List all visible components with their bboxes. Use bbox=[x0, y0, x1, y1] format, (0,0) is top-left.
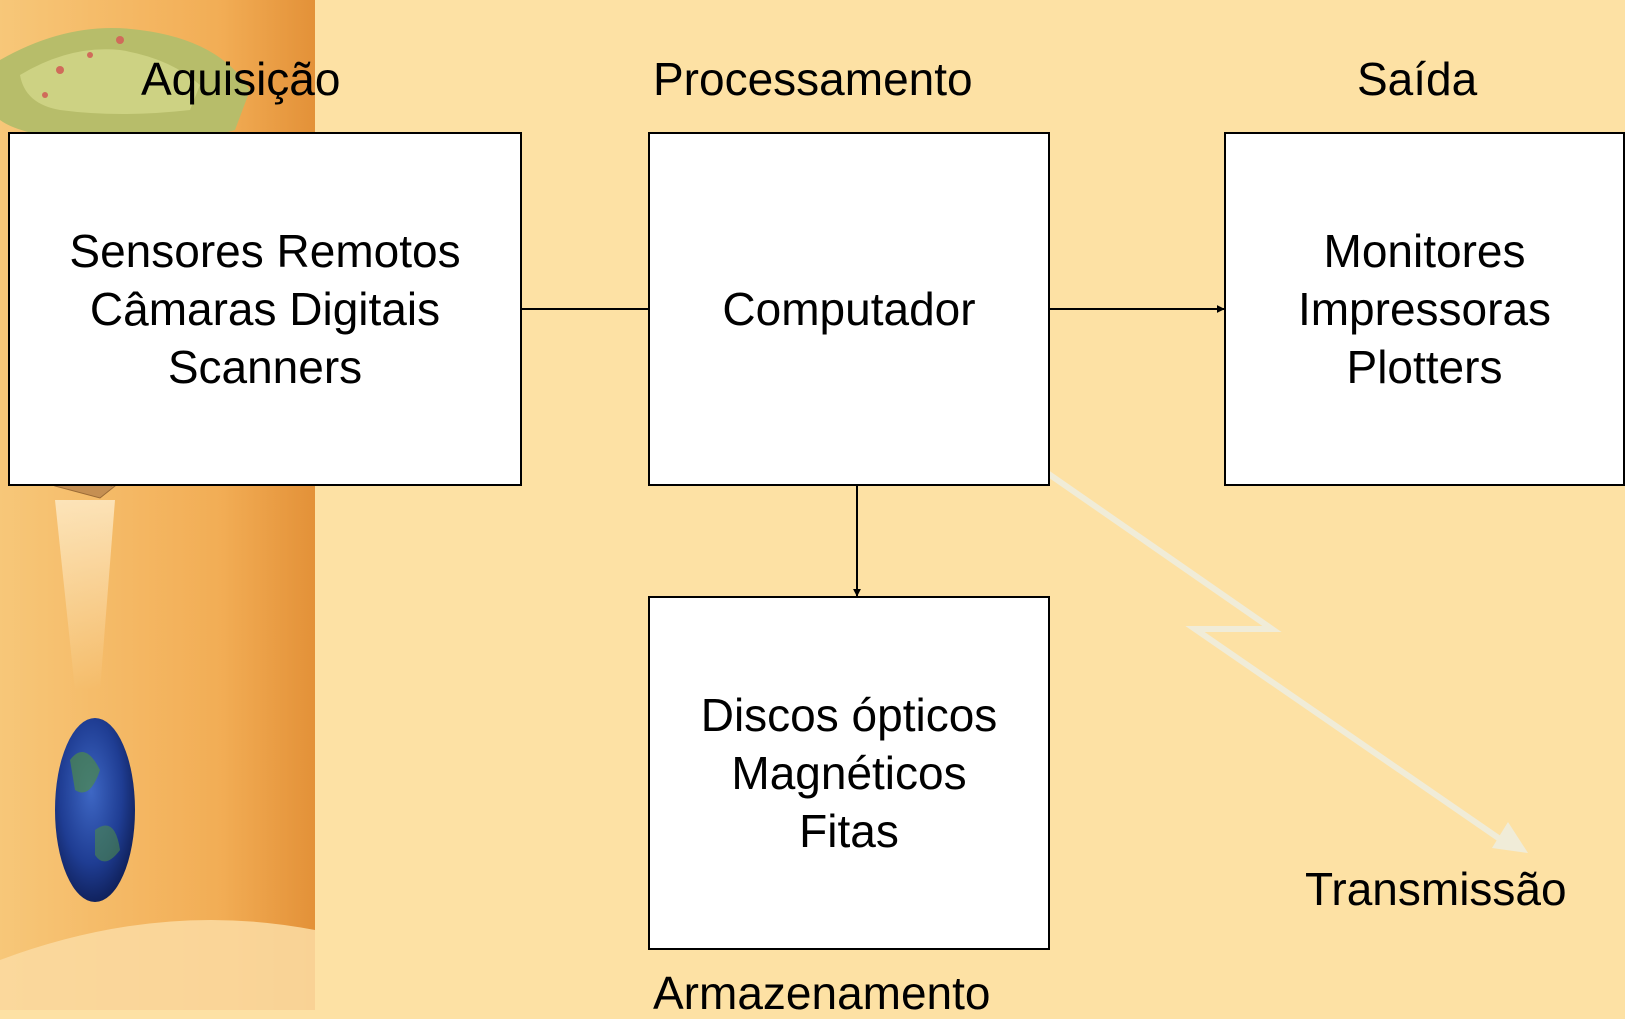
sidebar-wave bbox=[0, 920, 315, 1010]
box-storage-line: Discos ópticos bbox=[700, 689, 998, 741]
globe-icon bbox=[55, 718, 135, 902]
connections bbox=[505, 305, 1225, 597]
transmission-arrow bbox=[1015, 449, 1528, 853]
box-acquisition: Sensores Remotos Câmaras Digitais Scanne… bbox=[8, 132, 522, 486]
transmission-arrowhead bbox=[1492, 822, 1528, 853]
box-storage-line: Magnéticos bbox=[731, 747, 967, 799]
box-storage-line: Fitas bbox=[799, 805, 899, 857]
box-processing: Computador bbox=[648, 132, 1050, 486]
label-output: Saída bbox=[1357, 53, 1478, 105]
box-acquisition-line: Câmaras Digitais bbox=[89, 283, 441, 335]
label-transmission: Transmissão bbox=[1305, 863, 1567, 915]
box-output-line: Plotters bbox=[1346, 341, 1503, 393]
box-acquisition-line: Scanners bbox=[167, 341, 363, 393]
box-output-line: Impressoras bbox=[1297, 283, 1552, 335]
label-acquisition: Aquisição bbox=[141, 53, 341, 105]
beam-decoration bbox=[55, 500, 115, 690]
box-output-line: Monitores bbox=[1323, 225, 1526, 277]
box-output: Monitores Impressoras Plotters bbox=[1224, 132, 1625, 486]
box-acquisition-line: Sensores Remotos bbox=[69, 225, 461, 277]
label-storage: Armazenamento bbox=[653, 967, 991, 1019]
label-processing: Processamento bbox=[653, 53, 973, 105]
box-processing-line: Computador bbox=[722, 283, 976, 335]
box-storage: Discos ópticos Magnéticos Fitas bbox=[648, 596, 1050, 950]
